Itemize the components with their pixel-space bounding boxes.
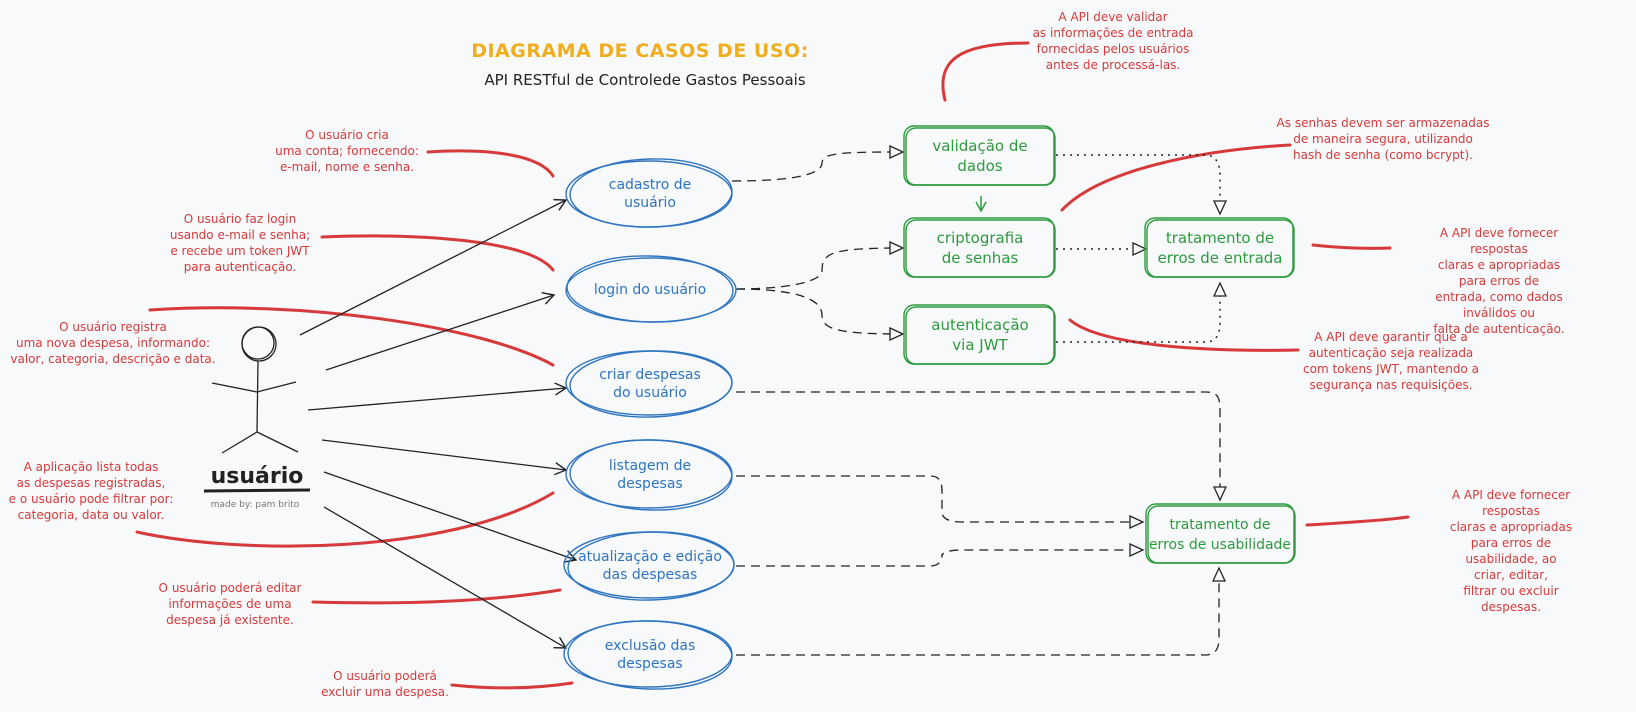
use-case-exclusao-label: exclusão das despesas [604, 638, 696, 672]
actor-arms [211, 381, 297, 393]
component-autenticacao-label: autenticação via JWT [931, 316, 1029, 354]
annotation-strokes [135, 41, 1410, 690]
flow-cadastro-validacao [731, 144, 905, 182]
note-exclusao: O usuário poderá excluir uma despesa. [321, 669, 449, 699]
component-erros-entrada-label: tratamento de erros de entrada [1157, 229, 1283, 267]
actor-associations [299, 198, 578, 649]
note-login: O usuário faz login usando e-mail e senh… [169, 212, 311, 274]
use-case-login-label: login do usuário [593, 282, 707, 298]
note-cadastro: O usuário cria uma conta; fornecendo: e-… [275, 128, 419, 174]
flow-login-autenticacao [735, 288, 905, 342]
actor-stick-figure [203, 326, 311, 493]
use-case-cadastro-label: cadastro de usuário [608, 177, 692, 211]
stroke-listagem [135, 491, 555, 548]
note-criptografia: As senhas devem ser armazenadas de manei… [1276, 116, 1490, 162]
stroke-cadastro [426, 149, 555, 178]
note-erros-usabilidade: A API deve fornecer respostas claras e a… [1449, 488, 1573, 614]
use-case-atualizacao-shape [563, 531, 735, 601]
stroke-autenticacao [1068, 318, 1300, 352]
use-case-criar-label: criar despesas do usuário [599, 367, 701, 401]
dashed-flows [731, 144, 1228, 656]
component-erros-entrada-shape [1144, 217, 1295, 278]
stroke-erros-entrada [1311, 243, 1392, 250]
dotted-flows [1056, 154, 1228, 343]
component-erros-usabilidade-shape [1145, 503, 1296, 564]
flow-login-criptografia [735, 240, 905, 290]
flow-exclusao-erros-usabilidade [736, 566, 1227, 656]
diagram-subtitle: API RESTful de Controlede Gastos Pessoai… [484, 71, 806, 89]
flow-atualizacao-erros-usabilidade [736, 542, 1145, 567]
component-criptografia-label: criptografia de senhas [936, 229, 1024, 267]
stroke-criar [148, 306, 555, 367]
assoc-cadastro [299, 198, 568, 336]
use-case-listagem-label: listagem de despesas [608, 458, 692, 492]
stroke-criptografia [1060, 143, 1292, 212]
component-validacao-label: validação de dados [932, 137, 1028, 175]
stroke-exclusao [450, 681, 574, 690]
use-case-atualizacao-label: atualização e edição das despesas [578, 549, 722, 583]
stroke-validacao [941, 41, 1030, 102]
actor-underline [203, 488, 311, 493]
component-autenticacao-shape [903, 304, 1056, 365]
component-validacao-shape [903, 125, 1056, 186]
note-validacao: A API deve validar as informações de ent… [1032, 10, 1194, 72]
component-erros-usabilidade-label: tratamento de erros de usabilidade [1148, 517, 1292, 553]
note-autenticacao: A API deve garantir que a autenticação s… [1303, 330, 1479, 392]
assoc-login [325, 292, 556, 371]
stroke-login [320, 234, 555, 272]
use-case-listagem-shape [565, 439, 733, 511]
assoc-listagem [321, 439, 568, 476]
use-case-cadastro-shape [565, 158, 733, 228]
component-boxes [903, 125, 1296, 564]
actor-label: usuário [210, 464, 304, 489]
flow-listagem-erros-usabilidade [736, 475, 1145, 530]
stroke-erros-usabilidade [1305, 515, 1410, 527]
note-listagem: A aplicação lista todas as despesas regi… [8, 460, 174, 522]
component-criptografia-shape [903, 217, 1056, 278]
assoc-criar [307, 382, 568, 411]
diagram-title: DIAGRAMA DE CASOS DE USO: [471, 40, 809, 62]
stroke-atualizacao [311, 588, 562, 605]
flow-autenticacao-erros-entrada [1056, 281, 1228, 343]
note-criar: O usuário registra uma nova despesa, inf… [10, 320, 216, 366]
assoc-atualizacao [323, 471, 578, 563]
assoc-exclusao [323, 506, 568, 649]
use-case-criar-shape [565, 350, 733, 418]
note-atualizacao: O usuário poderá editar informações de u… [158, 581, 302, 627]
use-case-login-shape [565, 255, 737, 323]
note-erros-entrada: A API deve fornecer respostas claras e a… [1433, 226, 1565, 336]
flow-validacao-erros-entrada [1056, 154, 1228, 216]
flow-criar-erros-usabilidade [736, 391, 1228, 502]
use-case-ellipses [563, 158, 737, 690]
actor-legs [221, 431, 299, 454]
actor-body [256, 360, 259, 433]
use-case-exclusao-shape [563, 620, 733, 690]
author-credit: made by: pam brito [210, 500, 300, 510]
